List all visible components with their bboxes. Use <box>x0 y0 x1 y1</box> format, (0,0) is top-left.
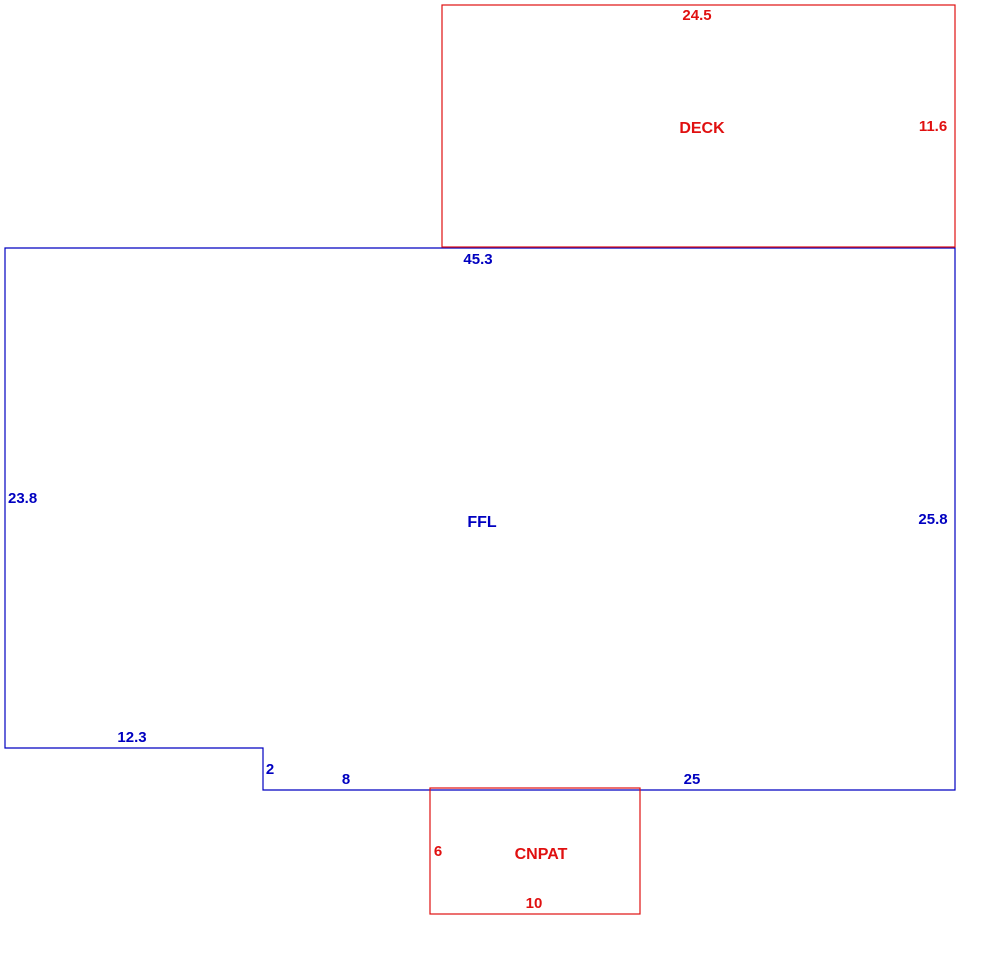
ffl-bottom-mid-dimension: 8 <box>342 771 350 788</box>
cnpat-outline <box>429 787 641 915</box>
cnpat-left-dimension: 6 <box>434 843 442 860</box>
ffl-bottom-right-dimension: 25 <box>684 771 701 788</box>
deck-outline <box>441 4 956 248</box>
ffl-bottom-left-dimension: 12.3 <box>117 729 146 746</box>
deck-right-dimension: 11.6 <box>919 118 947 135</box>
ffl-outline <box>4 247 956 791</box>
ffl-top-dimension: 45.3 <box>463 251 492 268</box>
cnpat-area-label: CNPAT <box>515 846 568 863</box>
cnpat-bottom-dimension: 10 <box>526 895 543 912</box>
ffl-step-dimension: 2 <box>266 761 274 778</box>
ffl-left-dimension: 23.8 <box>8 490 37 507</box>
ffl-area-label: FFL <box>467 514 497 531</box>
deck-area-label: DECK <box>679 120 725 137</box>
ffl-right-dimension: 25.8 <box>918 511 947 528</box>
deck-top-dimension: 24.5 <box>682 7 711 24</box>
